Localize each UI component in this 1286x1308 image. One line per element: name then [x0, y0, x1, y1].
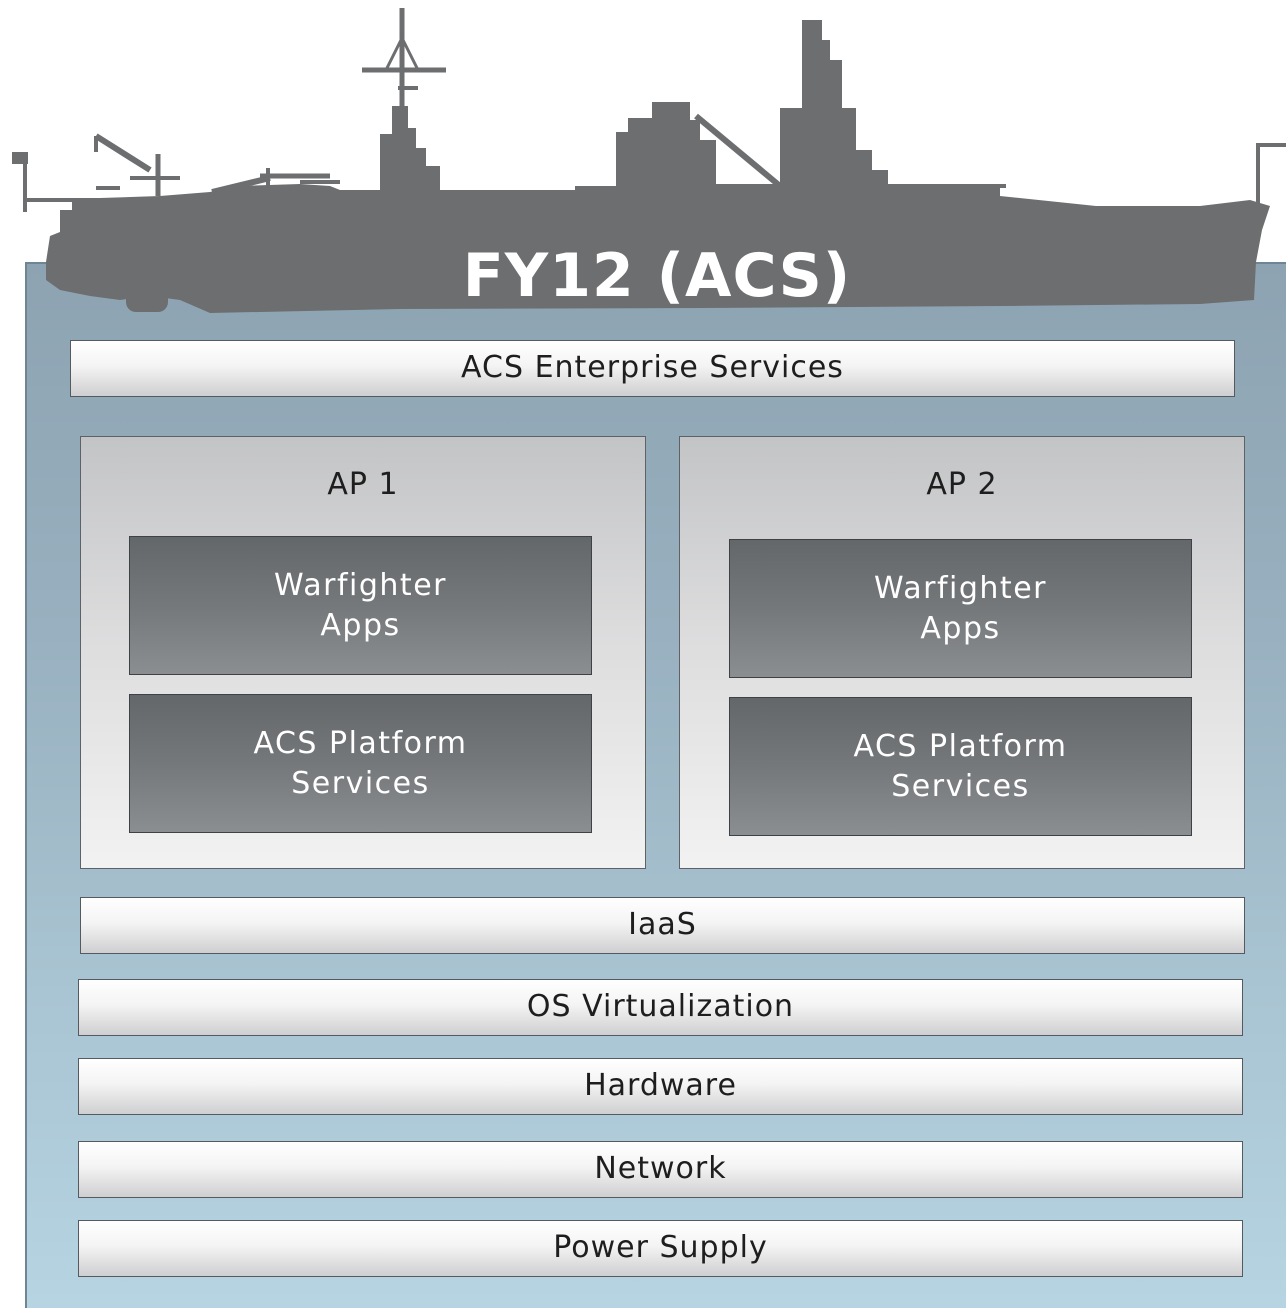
ap1-box: AP 1 Warfighter Apps ACS Platform Servic… [80, 436, 646, 869]
ap1-platform-services-box: ACS Platform Services [129, 694, 592, 833]
ap2-apps-line2: Apps [920, 610, 1001, 646]
layer-network-label: Network [594, 1151, 727, 1186]
layer-os-virtualization-label: OS Virtualization [526, 989, 795, 1024]
ap2-box: AP 2 Warfighter Apps ACS Platform Servic… [679, 436, 1245, 869]
ap2-platform-line1: ACS Platform [853, 728, 1068, 764]
ap1-platform-line2: Services [291, 765, 430, 801]
layer-os-virtualization-bar: OS Virtualization [78, 979, 1243, 1036]
ap1-platform-line1: ACS Platform [253, 725, 468, 761]
ap2-warfighter-apps-box: Warfighter Apps [729, 539, 1192, 678]
ap2-title: AP 2 [926, 467, 998, 502]
ship-silhouette [12, 8, 1286, 313]
ap2-platform-line2: Services [891, 768, 1030, 804]
layer-hardware-label: Hardware [584, 1068, 737, 1103]
ap2-apps-line1: Warfighter [874, 570, 1047, 606]
layer-hardware-bar: Hardware [78, 1058, 1243, 1115]
layer-iaas-label: IaaS [628, 907, 697, 942]
ap1-apps-line1: Warfighter [274, 567, 447, 603]
ap1-warfighter-apps-box: Warfighter Apps [129, 536, 592, 675]
ap1-apps-line2: Apps [320, 607, 401, 643]
layer-network-bar: Network [78, 1141, 1243, 1198]
ap2-platform-services-box: ACS Platform Services [729, 697, 1192, 836]
enterprise-services-label: ACS Enterprise Services [461, 350, 844, 385]
layer-power-supply-bar: Power Supply [78, 1220, 1243, 1277]
diagram-title: FY12 (ACS) [462, 241, 852, 311]
layer-power-supply-label: Power Supply [553, 1230, 768, 1265]
layer-iaas-bar: IaaS [80, 897, 1245, 954]
enterprise-services-bar: ACS Enterprise Services [70, 340, 1235, 397]
ap1-title: AP 1 [327, 467, 399, 502]
